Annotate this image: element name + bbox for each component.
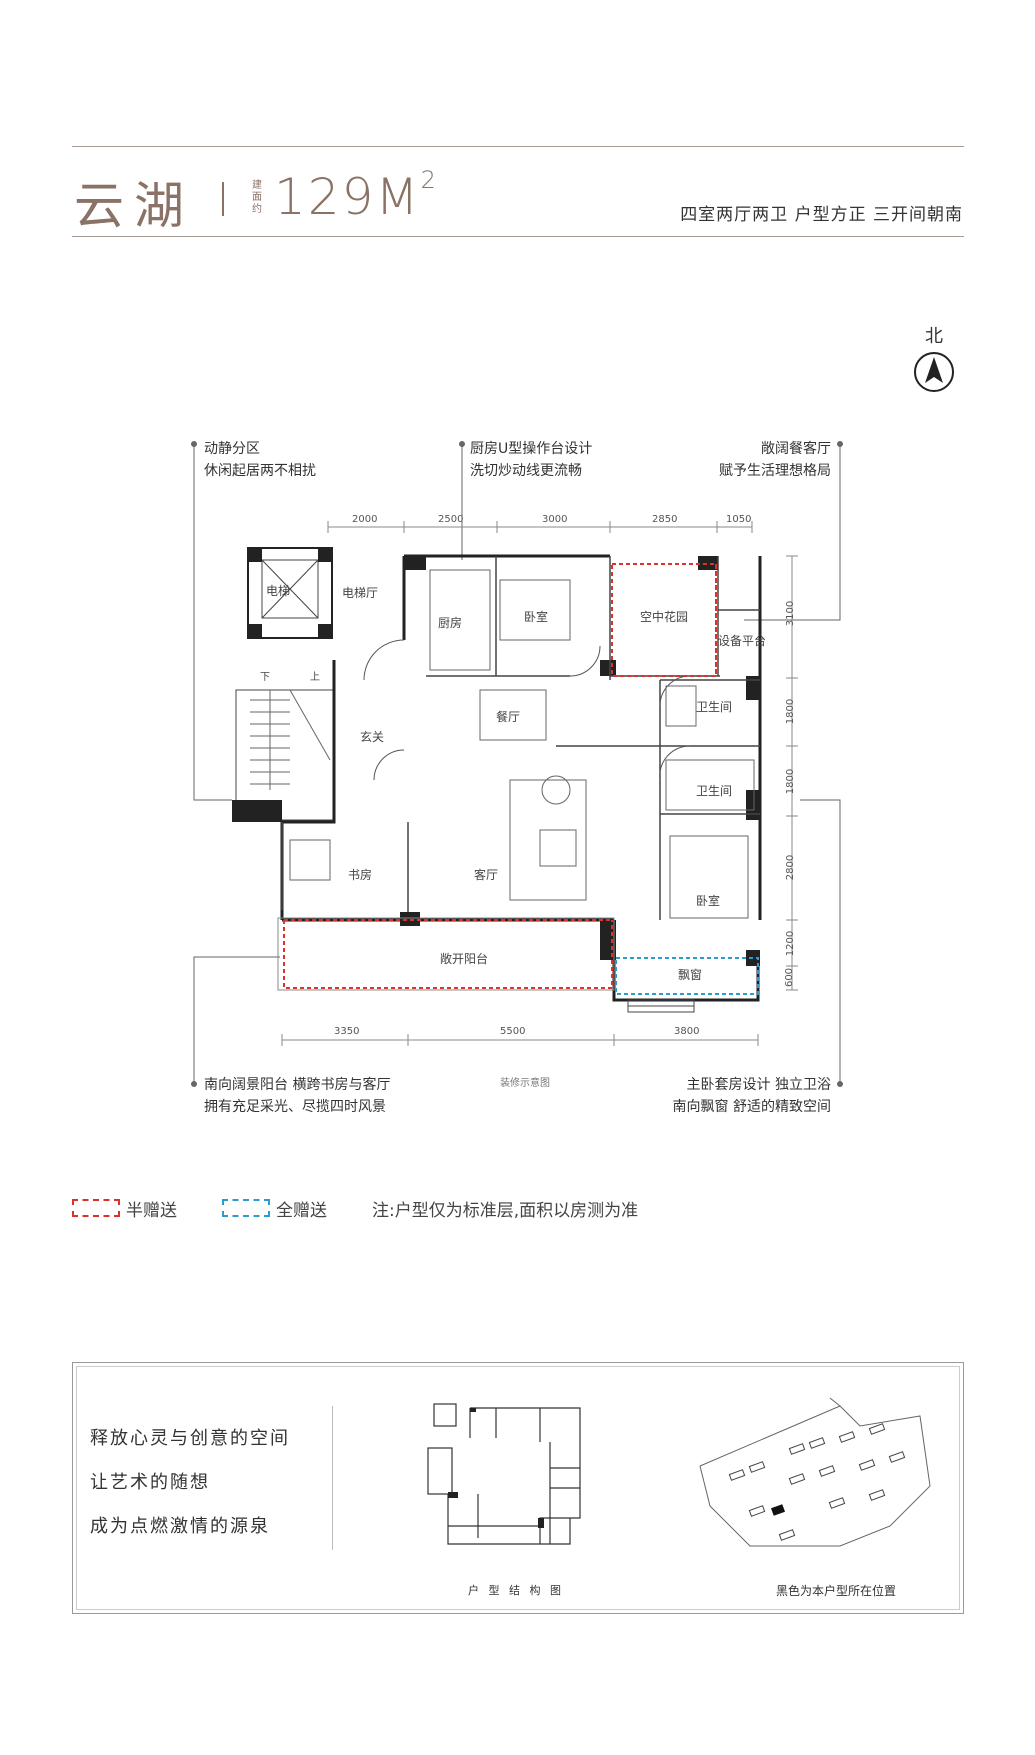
room-equipment: 设备平台 xyxy=(718,634,767,648)
north-arrow-icon xyxy=(914,352,954,392)
slogan-divider xyxy=(332,1406,333,1550)
dim-bottom-1: 3350 xyxy=(334,1026,360,1037)
callout-line: 动静分区 xyxy=(204,441,260,457)
slogan-line-3: 成为点燃激情的源泉 xyxy=(90,1516,270,1537)
callout-line: 厨房U型操作台设计 xyxy=(470,441,593,457)
callout-kitchen: 厨房U型操作台设计 洗切炒动线更流畅 xyxy=(470,438,592,482)
room-balcony: 敞开阳台 xyxy=(440,952,489,966)
room-dining: 餐厅 xyxy=(496,710,521,724)
dim-bottom-2: 5500 xyxy=(500,1026,526,1037)
bottom-panel xyxy=(72,1362,964,1614)
callout-line: 洗切炒动线更流畅 xyxy=(470,463,582,479)
room-kitchen: 厨房 xyxy=(438,616,463,630)
callout-balcony: 南向阔景阳台 横跨书房与客厅 拥有充足采光、尽揽四时风景 xyxy=(204,1074,390,1118)
header-bottom-rule xyxy=(72,236,964,237)
room-bath-2: 卫生间 xyxy=(696,784,733,798)
room-bath-1: 卫生间 xyxy=(696,700,733,714)
slogan-line-1: 释放心灵与创意的空间 xyxy=(90,1428,290,1449)
bottom-panel-inner xyxy=(76,1366,960,1610)
stairs-down: 下 xyxy=(260,672,270,683)
dim-bottom-3: 3800 xyxy=(674,1026,700,1037)
dim-right-2: 1800 xyxy=(785,698,797,725)
stairs-up: 上 xyxy=(310,672,320,683)
legend-note: 注:户型仅为标准层,面积以房测为准 xyxy=(372,1201,639,1221)
plan-note: 装修示意图 xyxy=(500,1078,550,1089)
legend-full-swatch xyxy=(222,1199,270,1217)
title-separator xyxy=(222,182,224,216)
callout-line: 南向飘窗 舒适的精致空间 xyxy=(672,1099,831,1115)
current-unit-marker xyxy=(770,1504,786,1516)
dim-top-5: 1050 xyxy=(726,514,752,525)
header-top-rule xyxy=(72,146,964,147)
north-label: 北 xyxy=(925,326,943,347)
dim-right-5: 1200 xyxy=(785,930,797,957)
site-caption: 黑色为本户型所在位置 xyxy=(776,1584,897,1598)
room-bedroom-north: 卧室 xyxy=(524,610,549,624)
callout-dining: 敞阔餐客厅 赋予生活理想格局 xyxy=(719,438,831,482)
legend-half-label: 半赠送 xyxy=(126,1201,177,1221)
callout-master: 主卧套房设计 独立卫浴 南向飘窗 舒适的精致空间 xyxy=(673,1074,831,1118)
dim-top-3: 3000 xyxy=(542,514,568,525)
callout-line: 南向阔景阳台 横跨书房与客厅 xyxy=(204,1077,391,1093)
room-study: 书房 xyxy=(348,868,373,882)
callout-line: 赋予生活理想格局 xyxy=(719,463,831,479)
dim-right-4: 2800 xyxy=(785,854,797,881)
room-elevator: 电梯 xyxy=(266,584,291,598)
dim-top-1: 2000 xyxy=(352,514,378,525)
callout-line: 敞阔餐客厅 xyxy=(761,441,831,457)
area-value: 129M2 xyxy=(274,166,438,226)
room-elevator-hall: 电梯厅 xyxy=(342,586,379,600)
project-name: 云湖 xyxy=(74,177,194,235)
mini-floor-plan xyxy=(427,1403,581,1545)
legend-half-swatch xyxy=(72,1199,120,1217)
slogan-line-2: 让艺术的随想 xyxy=(90,1472,210,1493)
north-indicator: 北 xyxy=(910,322,958,398)
plan-caption: 户 型 结 构 图 xyxy=(468,1584,564,1597)
callout-line: 拥有充足采光、尽揽四时风景 xyxy=(204,1099,386,1115)
legend-full-label: 全赠送 xyxy=(276,1201,327,1221)
site-plan xyxy=(699,1397,931,1547)
dim-top-4: 2850 xyxy=(652,514,678,525)
room-living: 客厅 xyxy=(474,868,499,882)
callout-line: 休闲起居两不相扰 xyxy=(204,463,316,479)
area-label: 建面约 xyxy=(252,180,262,215)
room-bay-window: 飘窗 xyxy=(678,968,703,982)
room-entry: 玄关 xyxy=(360,730,385,744)
room-bedroom-south: 卧室 xyxy=(696,894,721,908)
room-sky-garden: 空中花园 xyxy=(640,610,689,624)
dim-right-1: 3100 xyxy=(785,600,797,627)
dim-top-2: 2500 xyxy=(438,514,464,525)
callout-line: 主卧套房设计 独立卫浴 xyxy=(686,1077,831,1093)
unit-subtitle: 四室两厅两卫 户型方正 三开间朝南 xyxy=(680,205,963,225)
dim-right-3: 1800 xyxy=(785,768,797,795)
dim-right-6: 600 xyxy=(784,967,796,988)
callout-zoning: 动静分区 休闲起居两不相扰 xyxy=(204,438,316,482)
